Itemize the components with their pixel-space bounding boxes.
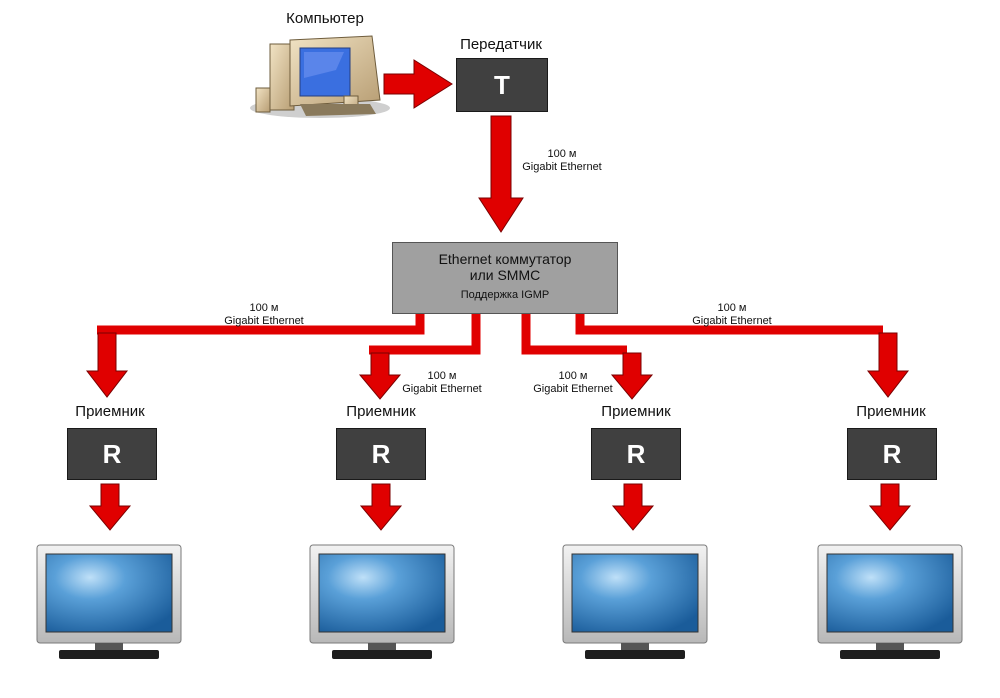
link-type: Gigabit Ethernet [692, 315, 772, 327]
receiver-box: R [67, 428, 157, 480]
link-top-type: Gigabit Ethernet [522, 161, 602, 173]
receiver-letter: R [626, 438, 646, 469]
computer-label: Компьютер [286, 10, 364, 27]
link-type: Gigabit Ethernet [402, 383, 482, 395]
receiver-box: R [591, 428, 681, 480]
link-top-label: 100 м Gigabit Ethernet [522, 148, 602, 174]
transmitter-to-switch-arrow [478, 115, 524, 233]
receiver-label: Приемник [856, 403, 926, 420]
switch-igmp-label: Поддержка IGMP [460, 289, 550, 301]
receiver-letter: R [882, 438, 902, 469]
transmitter-label: Передатчик [460, 36, 542, 53]
link-distance: 100 м [717, 302, 747, 314]
receiver-label: Приемник [75, 403, 145, 420]
computer-icon [250, 35, 390, 118]
link-top-distance: 100 м [547, 148, 577, 160]
link-label: 100 м Gigabit Ethernet [224, 302, 304, 328]
computer-to-transmitter-arrow [383, 59, 453, 109]
receiver-down-arrows [86, 332, 909, 400]
receiver-letter: R [102, 438, 122, 469]
link-label: 100 м Gigabit Ethernet [533, 370, 613, 396]
tv-monitor-icon [309, 544, 455, 660]
link-label: 100 м Gigabit Ethernet [402, 370, 482, 396]
transmitter-letter: T [494, 69, 510, 100]
link-distance: 100 м [558, 370, 588, 382]
link-type: Gigabit Ethernet [533, 383, 613, 395]
link-distance: 100 м [249, 302, 279, 314]
link-distance: 100 м [427, 370, 457, 382]
tv-monitor-icon [36, 544, 182, 660]
receiver-to-tv-arrows [89, 483, 911, 531]
switch-title-line2: или SMMC [469, 267, 541, 283]
link-label: 100 м Gigabit Ethernet [692, 302, 772, 328]
ethernet-switch-box: Ethernet коммутатор или SMMC Поддержка I… [392, 242, 618, 314]
link-type: Gigabit Ethernet [224, 315, 304, 327]
receiver-label: Приемник [346, 403, 416, 420]
receiver-letter: R [371, 438, 391, 469]
receiver-label: Приемник [601, 403, 671, 420]
switch-links [97, 314, 883, 355]
tv-monitor-icon [817, 544, 963, 660]
receiver-box: R [847, 428, 937, 480]
transmitter-box: T [456, 58, 548, 112]
switch-title-line1: Ethernet коммутатор [438, 251, 572, 267]
tv-monitors [36, 544, 963, 660]
tv-monitor-icon [562, 544, 708, 660]
receiver-box: R [336, 428, 426, 480]
